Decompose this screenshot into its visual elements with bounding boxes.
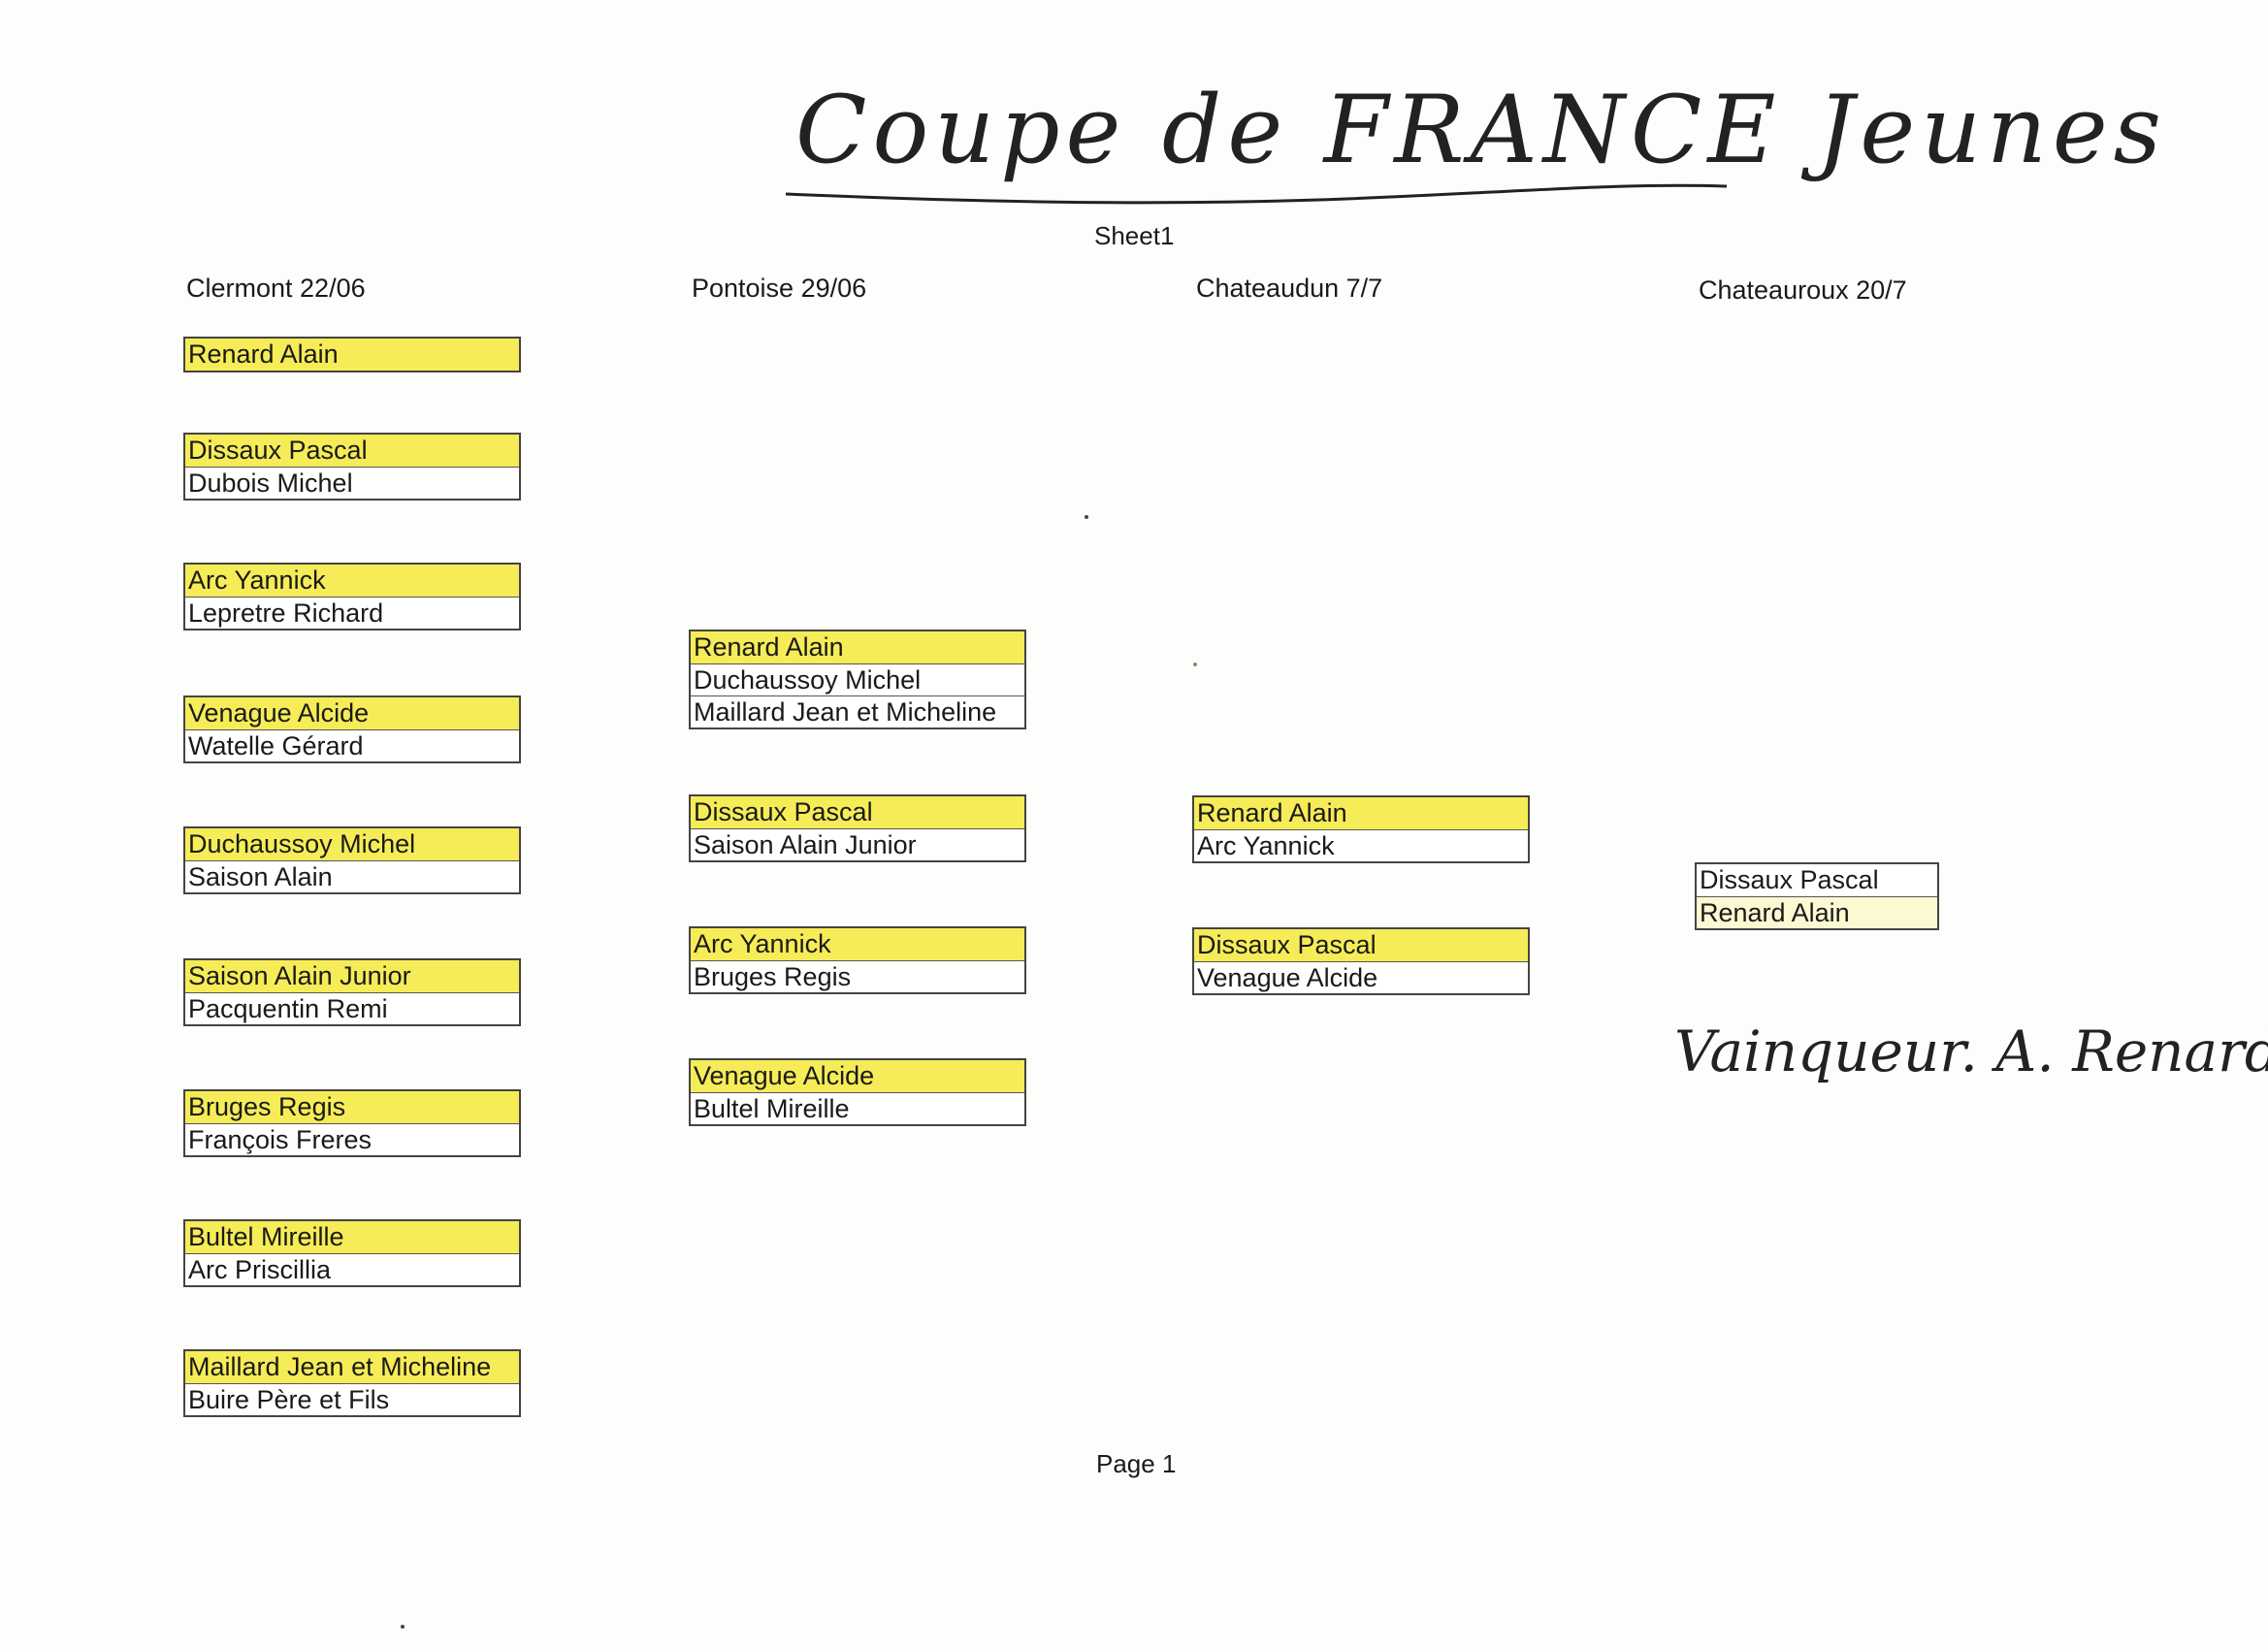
match-box: Renard Alain Duchaussoy Michel Maillard … xyxy=(689,630,1026,729)
sheet-name: Sheet1 xyxy=(1094,221,1175,250)
winner-cell: Renard Alain xyxy=(691,631,1024,663)
player-cell: Duchaussoy Michel xyxy=(691,663,1024,695)
handwritten-winner-note: Vainqueur. A. Renard. xyxy=(1674,1018,2268,1084)
winner-cell: Dissaux Pascal xyxy=(1194,929,1528,961)
winner-cell: Venague Alcide xyxy=(691,1060,1024,1092)
player-cell: Arc Yannick xyxy=(1194,829,1528,861)
match-box: Arc Yannick Lepretre Richard xyxy=(183,563,521,630)
player-cell: Saison Alain xyxy=(185,860,519,892)
round-header-pontoise: Pontoise 29/06 xyxy=(692,274,867,303)
winner-cell: Arc Yannick xyxy=(185,565,519,597)
player-cell: Bruges Regis xyxy=(691,960,1024,992)
match-box: Duchaussoy Michel Saison Alain xyxy=(183,826,521,894)
round-header-clermont: Clermont 22/06 xyxy=(186,274,366,303)
winner-cell: Bultel Mireille xyxy=(185,1221,519,1253)
match-box: Venague Alcide Watelle Gérard xyxy=(183,695,521,763)
scan-speck xyxy=(401,1625,405,1629)
scan-speck xyxy=(1085,515,1088,519)
player-cell: Dissaux Pascal xyxy=(1697,864,1937,896)
winner-cell: Bruges Regis xyxy=(185,1091,519,1123)
winner-cell: Dissaux Pascal xyxy=(691,796,1024,828)
round-header-chateauroux: Chateauroux 20/7 xyxy=(1699,275,1907,305)
match-box: Dissaux Pascal Saison Alain Junior xyxy=(689,794,1026,862)
winner-cell: Venague Alcide xyxy=(185,697,519,729)
winner-cell: Renard Alain xyxy=(185,339,519,371)
player-cell: Bultel Mireille xyxy=(691,1092,1024,1124)
winner-cell: Arc Yannick xyxy=(691,928,1024,960)
match-box: Dissaux Pascal Venague Alcide xyxy=(1192,927,1530,995)
match-box: Saison Alain Junior Pacquentin Remi xyxy=(183,958,521,1026)
player-cell: Buire Père et Fils xyxy=(185,1383,519,1415)
match-box: Renard Alain xyxy=(183,337,521,372)
winner-cell: Maillard Jean et Micheline xyxy=(185,1351,519,1383)
winner-cell: Renard Alain xyxy=(1697,896,1937,928)
player-cell: Venague Alcide xyxy=(1194,961,1528,993)
winner-cell: Saison Alain Junior xyxy=(185,960,519,992)
match-box: Bruges Regis François Freres xyxy=(183,1089,521,1157)
match-box: Venague Alcide Bultel Mireille xyxy=(689,1058,1026,1126)
match-box: Maillard Jean et Micheline Buire Père et… xyxy=(183,1349,521,1417)
winner-cell: Duchaussoy Michel xyxy=(185,828,519,860)
match-box: Bultel Mireille Arc Priscillia xyxy=(183,1219,521,1287)
match-box: Dissaux Pascal Dubois Michel xyxy=(183,433,521,501)
player-cell: Arc Priscillia xyxy=(185,1253,519,1285)
player-cell: Saison Alain Junior xyxy=(691,828,1024,860)
match-box: Renard Alain Arc Yannick xyxy=(1192,795,1530,863)
title-underline xyxy=(785,183,1728,205)
player-cell: François Freres xyxy=(185,1123,519,1155)
handwritten-title: Coupe de FRANCE Jeunes xyxy=(795,76,2167,184)
player-cell: Lepretre Richard xyxy=(185,597,519,629)
scan-speck xyxy=(1193,663,1197,666)
player-cell: Pacquentin Remi xyxy=(185,992,519,1024)
match-box: Arc Yannick Bruges Regis xyxy=(689,926,1026,994)
winner-cell: Dissaux Pascal xyxy=(185,435,519,467)
player-cell: Maillard Jean et Micheline xyxy=(691,695,1024,728)
round-header-chateaudun: Chateaudun 7/7 xyxy=(1196,274,1383,303)
player-cell: Watelle Gérard xyxy=(185,729,519,761)
winner-cell: Renard Alain xyxy=(1194,797,1528,829)
player-cell: Dubois Michel xyxy=(185,467,519,499)
final-match-box: Dissaux Pascal Renard Alain xyxy=(1695,862,1939,930)
page-number: Page 1 xyxy=(1096,1449,1177,1478)
